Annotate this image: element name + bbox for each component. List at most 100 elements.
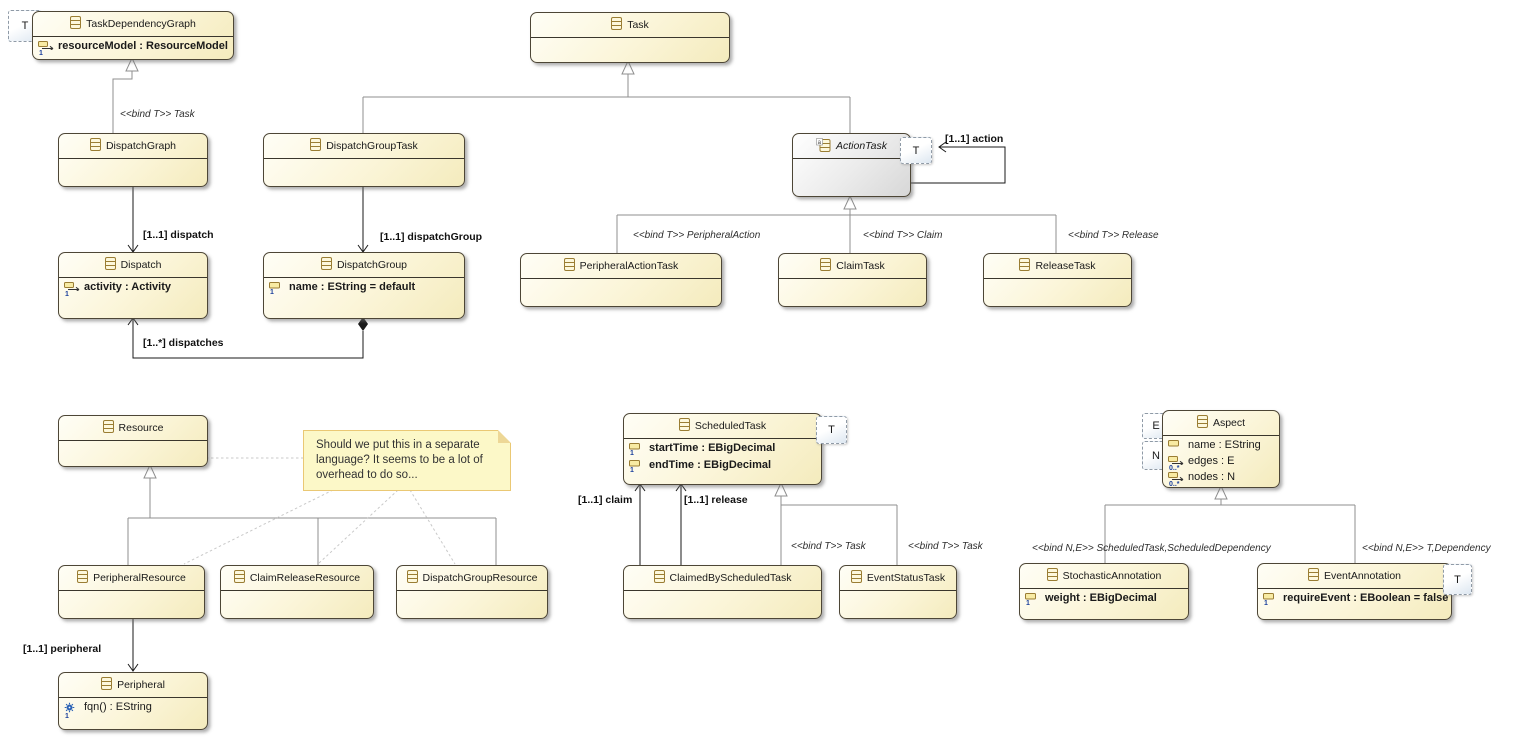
- eclass-icon: [77, 570, 89, 586]
- attribute-name[interactable]: 1 name : EString = default: [269, 281, 461, 298]
- edge-label-bind-claim[interactable]: <<bind T>> Claim: [863, 230, 943, 241]
- class-claim-release-resource[interactable]: ClaimReleaseResource: [220, 565, 374, 619]
- ereference-icon: 1: [38, 40, 54, 57]
- multiplicity: 1: [270, 289, 274, 296]
- edge-label-bind-task-event[interactable]: <<bind T>> Task: [908, 541, 983, 552]
- multiplicity: 1: [630, 450, 634, 457]
- class-name: DispatchGraph: [105, 140, 177, 152]
- member-text: endTime : EBigDecimal: [649, 459, 772, 471]
- attribute-weight[interactable]: 1 weight : EBigDecimal: [1025, 592, 1185, 609]
- class-header: PeripheralResource: [59, 566, 204, 590]
- edge-label-dispatches[interactable]: [1..*] dispatches: [143, 337, 224, 349]
- class-task-dependency-graph[interactable]: TaskDependencyGraph 1 resourceModel : Re…: [32, 11, 234, 60]
- class-name: Resource: [118, 422, 164, 434]
- class-claimed-by-scheduled-task[interactable]: ClaimedByScheduledTask: [623, 565, 822, 619]
- reference-resourcemodel[interactable]: 1 resourceModel : ResourceModel: [38, 40, 230, 57]
- member-text: startTime : EBigDecimal: [649, 442, 776, 454]
- class-claim-task[interactable]: ClaimTask: [778, 253, 927, 307]
- class-dispatch[interactable]: Dispatch 1 activity : Activity: [58, 252, 208, 319]
- reference-nodes[interactable]: 0..* nodes : N: [1168, 471, 1276, 488]
- class-body: [531, 37, 729, 62]
- type-param-t-eventannotation[interactable]: T: [1443, 564, 1472, 595]
- class-body: 1 name : EString = default: [264, 277, 464, 318]
- class-header: ClaimedByScheduledTask: [624, 566, 821, 590]
- class-body: [521, 278, 721, 306]
- edge-label-bind-peripheral-action[interactable]: <<bind T>> PeripheralAction: [633, 230, 761, 241]
- class-dispatch-graph[interactable]: DispatchGraph: [58, 133, 208, 187]
- class-scheduled-task[interactable]: ScheduledTask 1 startTime : EBigDecimal …: [623, 413, 822, 485]
- attribute-endtime[interactable]: 1 endTime : EBigDecimal: [629, 459, 818, 476]
- class-action-task[interactable]: a ActionTask: [792, 133, 911, 197]
- multiplicity: 1: [630, 467, 634, 474]
- operation-fqn[interactable]: 1 fqn() : EString: [64, 701, 204, 720]
- reference-edges[interactable]: 0..* edges : E: [1168, 455, 1276, 472]
- reference-activity[interactable]: 1 activity : Activity: [64, 281, 204, 298]
- class-dispatch-group[interactable]: DispatchGroup 1 name : EString = default: [263, 252, 465, 319]
- edge-label-bind-task-claimed[interactable]: <<bind T>> Task: [791, 541, 866, 552]
- class-header: DispatchGroup: [264, 253, 464, 277]
- class-body: [59, 158, 207, 186]
- class-dispatch-group-resource[interactable]: DispatchGroupResource: [396, 565, 548, 619]
- ereference-icon: 1: [64, 281, 80, 298]
- eclass-icon: [611, 17, 623, 33]
- edge-label-claim[interactable]: [1..1] claim: [578, 494, 633, 506]
- edge-label-release[interactable]: [1..1] release: [684, 494, 748, 506]
- edge-label-peripheral[interactable]: [1..1] peripheral: [23, 643, 102, 655]
- class-header: Resource: [59, 416, 207, 440]
- ereference-icon: 0..*: [1168, 455, 1184, 472]
- note[interactable]: Should we put this in a separate languag…: [303, 430, 511, 491]
- class-body: 1 fqn() : EString: [59, 697, 207, 729]
- class-body: 1 resourceModel : ResourceModel: [33, 36, 233, 59]
- class-release-task[interactable]: ReleaseTask: [983, 253, 1132, 307]
- class-event-annotation[interactable]: EventAnnotation 1 requireEvent : EBoolea…: [1257, 563, 1452, 620]
- edge-label-bind-release[interactable]: <<bind T>> Release: [1068, 230, 1159, 241]
- member-text: requireEvent : EBoolean = false: [1283, 592, 1449, 604]
- class-body: [840, 590, 956, 618]
- attribute-requireevent[interactable]: 1 requireEvent : EBoolean = false: [1263, 592, 1448, 609]
- eclass-icon: [1307, 568, 1319, 584]
- class-name: ClaimTask: [836, 260, 885, 272]
- class-aspect[interactable]: Aspect name : EString 0..* edges : E 0..…: [1162, 410, 1280, 488]
- edge-label-bind-task[interactable]: <<bind T>> Task: [120, 109, 195, 120]
- class-header: TaskDependencyGraph: [33, 12, 233, 36]
- edge-label-bind-stochastic[interactable]: <<bind N,E>> ScheduledTask,ScheduledDepe…: [1032, 543, 1271, 554]
- attribute-name[interactable]: name : EString: [1168, 439, 1276, 455]
- class-name: DispatchGroupTask: [326, 140, 418, 152]
- type-param-t-scheduledtask[interactable]: T: [816, 416, 847, 444]
- eattribute-icon: 1: [1025, 592, 1041, 607]
- class-header: Dispatch: [59, 253, 207, 277]
- class-stochastic-annotation[interactable]: StochasticAnnotation 1 weight : EBigDeci…: [1019, 563, 1189, 620]
- class-name: ScheduledTask: [694, 420, 767, 432]
- attribute-starttime[interactable]: 1 startTime : EBigDecimal: [629, 442, 818, 459]
- member-text: name : EString: [1188, 439, 1261, 451]
- class-header: PeripheralActionTask: [521, 254, 721, 278]
- class-resource[interactable]: Resource: [58, 415, 208, 467]
- member-text: activity : Activity: [84, 281, 172, 293]
- class-header: Task: [531, 13, 729, 37]
- class-body: 1 startTime : EBigDecimal 1 endTime : EB…: [624, 438, 821, 484]
- note-fold-corner: [498, 430, 511, 443]
- class-peripheral[interactable]: Peripheral 1 fqn() : EString: [58, 672, 208, 730]
- class-header: ReleaseTask: [984, 254, 1131, 278]
- eclass-icon: [850, 570, 862, 586]
- class-dispatch-group-task[interactable]: DispatchGroupTask: [263, 133, 465, 187]
- class-name: ClaimedByScheduledTask: [669, 572, 792, 584]
- association-edges[interactable]: [127, 141, 1006, 672]
- class-name: EventStatusTask: [866, 572, 946, 584]
- class-name: PeripheralActionTask: [579, 260, 679, 272]
- edge-label-bind-event-annotation[interactable]: <<bind N,E>> T,Dependency: [1362, 543, 1491, 554]
- class-task[interactable]: Task: [530, 12, 730, 63]
- generalization-edges[interactable]: [112, 56, 1356, 565]
- edge-label-action[interactable]: [1..1] action: [945, 133, 1004, 145]
- eclass-icon: [653, 570, 665, 586]
- class-event-status-task[interactable]: EventStatusTask: [839, 565, 957, 619]
- edge-label-dispatch-group[interactable]: [1..1] dispatchGroup: [380, 231, 483, 243]
- eclass-icon: [102, 420, 114, 436]
- class-body: [397, 590, 547, 618]
- edge-label-dispatch[interactable]: [1..1] dispatch: [143, 229, 214, 241]
- class-header: Peripheral: [59, 673, 207, 697]
- class-peripheral-action-task[interactable]: PeripheralActionTask: [520, 253, 722, 307]
- type-param-t-actiontask[interactable]: T: [900, 137, 932, 164]
- class-peripheral-resource[interactable]: PeripheralResource: [58, 565, 205, 619]
